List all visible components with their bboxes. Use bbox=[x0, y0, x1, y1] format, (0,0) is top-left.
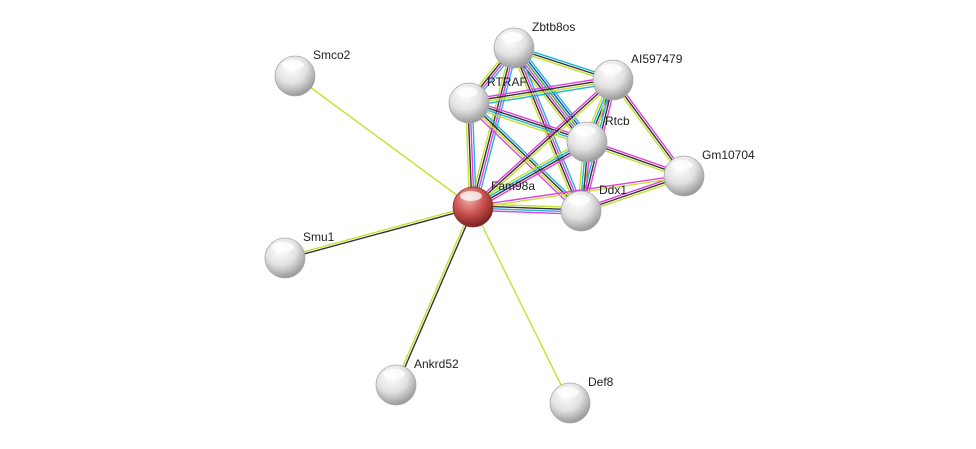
edge-line-experiments bbox=[474, 144, 589, 211]
edge-fam98a-ankrd52[interactable] bbox=[394, 206, 475, 386]
node-def8[interactable]: Def8 bbox=[549, 375, 614, 424]
edge-line-experiments bbox=[468, 76, 613, 101]
node-highlight bbox=[460, 191, 482, 201]
node-label: Zbtb8os bbox=[532, 20, 575, 34]
node-fam98a[interactable]: Fam98a bbox=[452, 179, 535, 228]
edge-line-coexpression bbox=[396, 207, 475, 386]
node-highlight bbox=[456, 87, 478, 97]
edge-rtraf-ai597479[interactable] bbox=[468, 76, 614, 107]
edge-line-textmining bbox=[469, 80, 614, 105]
edge-line-textmining bbox=[474, 81, 615, 210]
node-label: Ddx1 bbox=[599, 183, 627, 197]
edge-line-coexpression bbox=[473, 142, 588, 209]
edge-ai597479-fam98a[interactable] bbox=[471, 77, 615, 210]
node-highlight bbox=[557, 387, 579, 397]
node-highlight bbox=[574, 126, 596, 136]
edge-line-textmining bbox=[472, 206, 571, 404]
edge-fam98a-smco2[interactable] bbox=[294, 75, 474, 208]
edge-fam98a-smu1[interactable] bbox=[284, 205, 474, 260]
edge-line-experiments bbox=[471, 77, 612, 206]
node-label: Fam98a bbox=[491, 179, 535, 193]
node-highlight bbox=[272, 242, 294, 252]
node-highlight bbox=[568, 195, 590, 205]
edge-line-textmining bbox=[394, 206, 473, 385]
edge-line-textmining bbox=[467, 105, 587, 146]
edge-line-experiments bbox=[472, 174, 684, 207]
edge-line-coexpression bbox=[472, 79, 614, 208]
node-label: Def8 bbox=[588, 375, 614, 389]
edge-line-coexpression bbox=[285, 207, 474, 260]
node-label: RTRAF bbox=[487, 75, 527, 89]
edge-line-textmining bbox=[471, 138, 586, 205]
node-gm10704[interactable]: Gm10704 bbox=[663, 148, 755, 197]
edge-rtraf-rtcb[interactable] bbox=[467, 99, 589, 146]
node-highlight bbox=[671, 160, 693, 170]
node-label: Gm10704 bbox=[702, 148, 755, 162]
node-highlight bbox=[501, 32, 523, 42]
node-ankrd52[interactable]: Ankrd52 bbox=[375, 357, 459, 406]
edge-line-textmining bbox=[294, 75, 474, 208]
edge-line-experiments bbox=[469, 99, 589, 140]
edge-line-coexpression bbox=[469, 101, 588, 142]
edge-rtcb-fam98a[interactable] bbox=[471, 138, 589, 211]
edge-line-databases bbox=[468, 103, 587, 144]
node-label: AI597479 bbox=[631, 52, 683, 66]
edge-line-experiments bbox=[473, 48, 516, 208]
node-label: Rtcb bbox=[605, 114, 630, 128]
edge-line-experiments bbox=[514, 47, 583, 211]
edge-line-textmining bbox=[284, 205, 473, 258]
node-label: Smu1 bbox=[303, 230, 335, 244]
node-rtraf[interactable]: RTRAF bbox=[448, 75, 527, 124]
edge-line-textmining bbox=[509, 50, 584, 146]
node-highlight bbox=[383, 369, 405, 379]
edge-line-coexpression bbox=[468, 78, 613, 103]
node-ddx1[interactable]: Ddx1 bbox=[560, 183, 627, 232]
edge-line-databases bbox=[469, 82, 614, 107]
edge-fam98a-def8[interactable] bbox=[472, 206, 571, 404]
node-label: Ankrd52 bbox=[414, 357, 459, 371]
edge-line-databases bbox=[472, 140, 587, 207]
node-zbtb8os[interactable]: Zbtb8os bbox=[493, 20, 575, 69]
node-rtcb[interactable]: Rtcb bbox=[566, 114, 630, 163]
node-label: Smco2 bbox=[313, 48, 351, 62]
node-smu1[interactable]: Smu1 bbox=[264, 230, 335, 279]
edge-line-databases bbox=[517, 44, 592, 140]
node-ai597479[interactable]: AI597479 bbox=[592, 52, 683, 101]
node-highlight bbox=[600, 64, 622, 74]
edge-line-textmining bbox=[469, 47, 512, 207]
node-smco2[interactable]: Smco2 bbox=[274, 48, 351, 97]
node-highlight bbox=[282, 60, 304, 70]
